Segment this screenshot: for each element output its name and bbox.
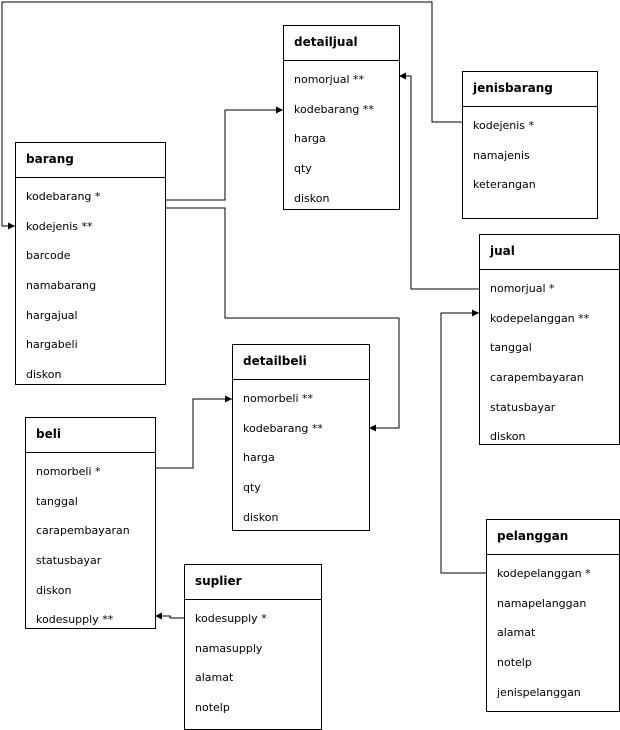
connector-jual-detailjual	[399, 72, 479, 290]
attribute-item: kodejenis *	[473, 119, 535, 132]
attribute-item: kodebarang **	[243, 421, 323, 435]
attribute-list: kodejenis * namajenis keterangan	[473, 120, 593, 218]
entity-title: pelanggan	[497, 529, 569, 543]
entity-title: suplier	[195, 574, 242, 588]
entity-title: jenisbarang	[473, 81, 553, 95]
attribute-list: kodebarang * kodejenis ** barcode namabaran…	[26, 191, 161, 384]
entity-title: detailjual	[294, 35, 358, 49]
entity-divider	[26, 452, 155, 453]
connector-beli-detailbeli	[155, 395, 232, 469]
attribute-item: kodesupply *	[195, 612, 267, 625]
entity-divider	[463, 106, 597, 107]
attribute-item: nomorjual *	[490, 282, 555, 295]
attribute-item: nomorbeli *	[36, 465, 101, 478]
connector-barang-detailbeli	[165, 207, 400, 432]
attribute-item: namasupply	[195, 641, 263, 655]
connector-suplier-beli	[155, 612, 184, 620]
attribute-item: qty	[243, 481, 261, 495]
entity-jenisbarang: jenisbarang kodejenis * namajenis keteranga…	[462, 71, 598, 219]
attribute-item: statusbayar	[490, 400, 556, 414]
connector-pelanggan-jual	[440, 309, 486, 574]
attribute-item: statusbayar	[36, 554, 102, 568]
attribute-item: harga	[243, 451, 275, 465]
entity-suplier: suplier kodesupply * namasupply alamat notel…	[184, 564, 322, 730]
attribute-item: diskon	[26, 368, 62, 382]
attribute-list: nomorjual * kodepelanggan ** tanggal carape…	[490, 283, 615, 444]
attribute-item: kodepelanggan *	[497, 567, 591, 580]
entity-jual: jual nomorjual * kodepelanggan ** tanggal ca…	[479, 234, 620, 445]
attribute-item: jenispelanggan	[497, 685, 581, 699]
attribute-item: harga	[294, 132, 326, 146]
entity-title: jual	[490, 244, 515, 258]
connector-jenisbarang-barang	[1, 1, 462, 230]
attribute-item: qty	[294, 162, 312, 176]
attribute-item: alamat	[497, 626, 536, 640]
attribute-item: hargabeli	[26, 338, 78, 352]
attribute-item: nomorbeli **	[243, 392, 314, 405]
attribute-item: notelp	[497, 656, 532, 670]
entity-detailjual: detailjual nomorjual ** kodebarang ** harga…	[283, 25, 400, 210]
attribute-item: keterangan	[473, 178, 536, 192]
attribute-item: notelp	[195, 701, 230, 715]
attribute-list: kodesupply * namasupply alamat notelp	[195, 613, 317, 729]
attribute-list: nomorbeli * tanggal carapembayaran statusba…	[36, 466, 151, 628]
attribute-item: namabarang	[26, 279, 97, 293]
entity-divider	[480, 269, 619, 270]
attribute-item: kodebarang **	[294, 102, 374, 116]
entity-divider	[284, 60, 399, 61]
entity-title: beli	[36, 427, 61, 441]
attribute-list: nomorjual ** kodebarang ** harga qty diskon	[294, 74, 395, 209]
attribute-item: alamat	[195, 671, 234, 685]
entity-title: barang	[26, 152, 74, 166]
connector-barang-detailjual	[165, 106, 283, 201]
attribute-item: kodejenis **	[26, 219, 93, 233]
attribute-item: diskon	[36, 583, 72, 597]
attribute-list: kodepelanggan * namapelanggan alamat notelp…	[497, 568, 615, 711]
attribute-item: diskon	[243, 510, 279, 524]
attribute-item: kodebarang *	[26, 190, 101, 203]
entity-divider	[233, 379, 369, 380]
entity-divider	[16, 177, 165, 178]
attribute-item: namajenis	[473, 148, 530, 162]
entity-detailbeli: detailbeli nomorbeli ** kodebarang ** harga…	[232, 344, 370, 531]
attribute-item: diskon	[294, 191, 330, 205]
attribute-item: barcode	[26, 249, 71, 263]
attribute-item: diskon	[490, 430, 526, 444]
entity-title: detailbeli	[243, 354, 307, 368]
entity-divider	[185, 599, 321, 600]
entity-divider	[487, 554, 619, 555]
attribute-item: kodesupply **	[36, 613, 114, 627]
entity-beli: beli nomorbeli * tanggal carapembayaran stat…	[25, 417, 156, 629]
attribute-item: carapembayaran	[36, 524, 130, 538]
attribute-list: nomorbeli ** kodebarang ** harga qty diskon	[243, 393, 365, 530]
attribute-item: nomorjual **	[294, 73, 364, 86]
attribute-item: tanggal	[36, 494, 78, 508]
attribute-item: namapelanggan	[497, 596, 587, 610]
attribute-item: tanggal	[490, 341, 532, 355]
entity-pelanggan: pelanggan kodepelanggan * namapelanggan ala…	[486, 519, 620, 712]
attribute-item: carapembayaran	[490, 371, 584, 385]
attribute-item: hargajual	[26, 308, 78, 322]
attribute-item: kodepelanggan **	[490, 311, 590, 325]
entity-barang: barang kodebarang * kodejenis ** barcode nam…	[15, 142, 166, 385]
